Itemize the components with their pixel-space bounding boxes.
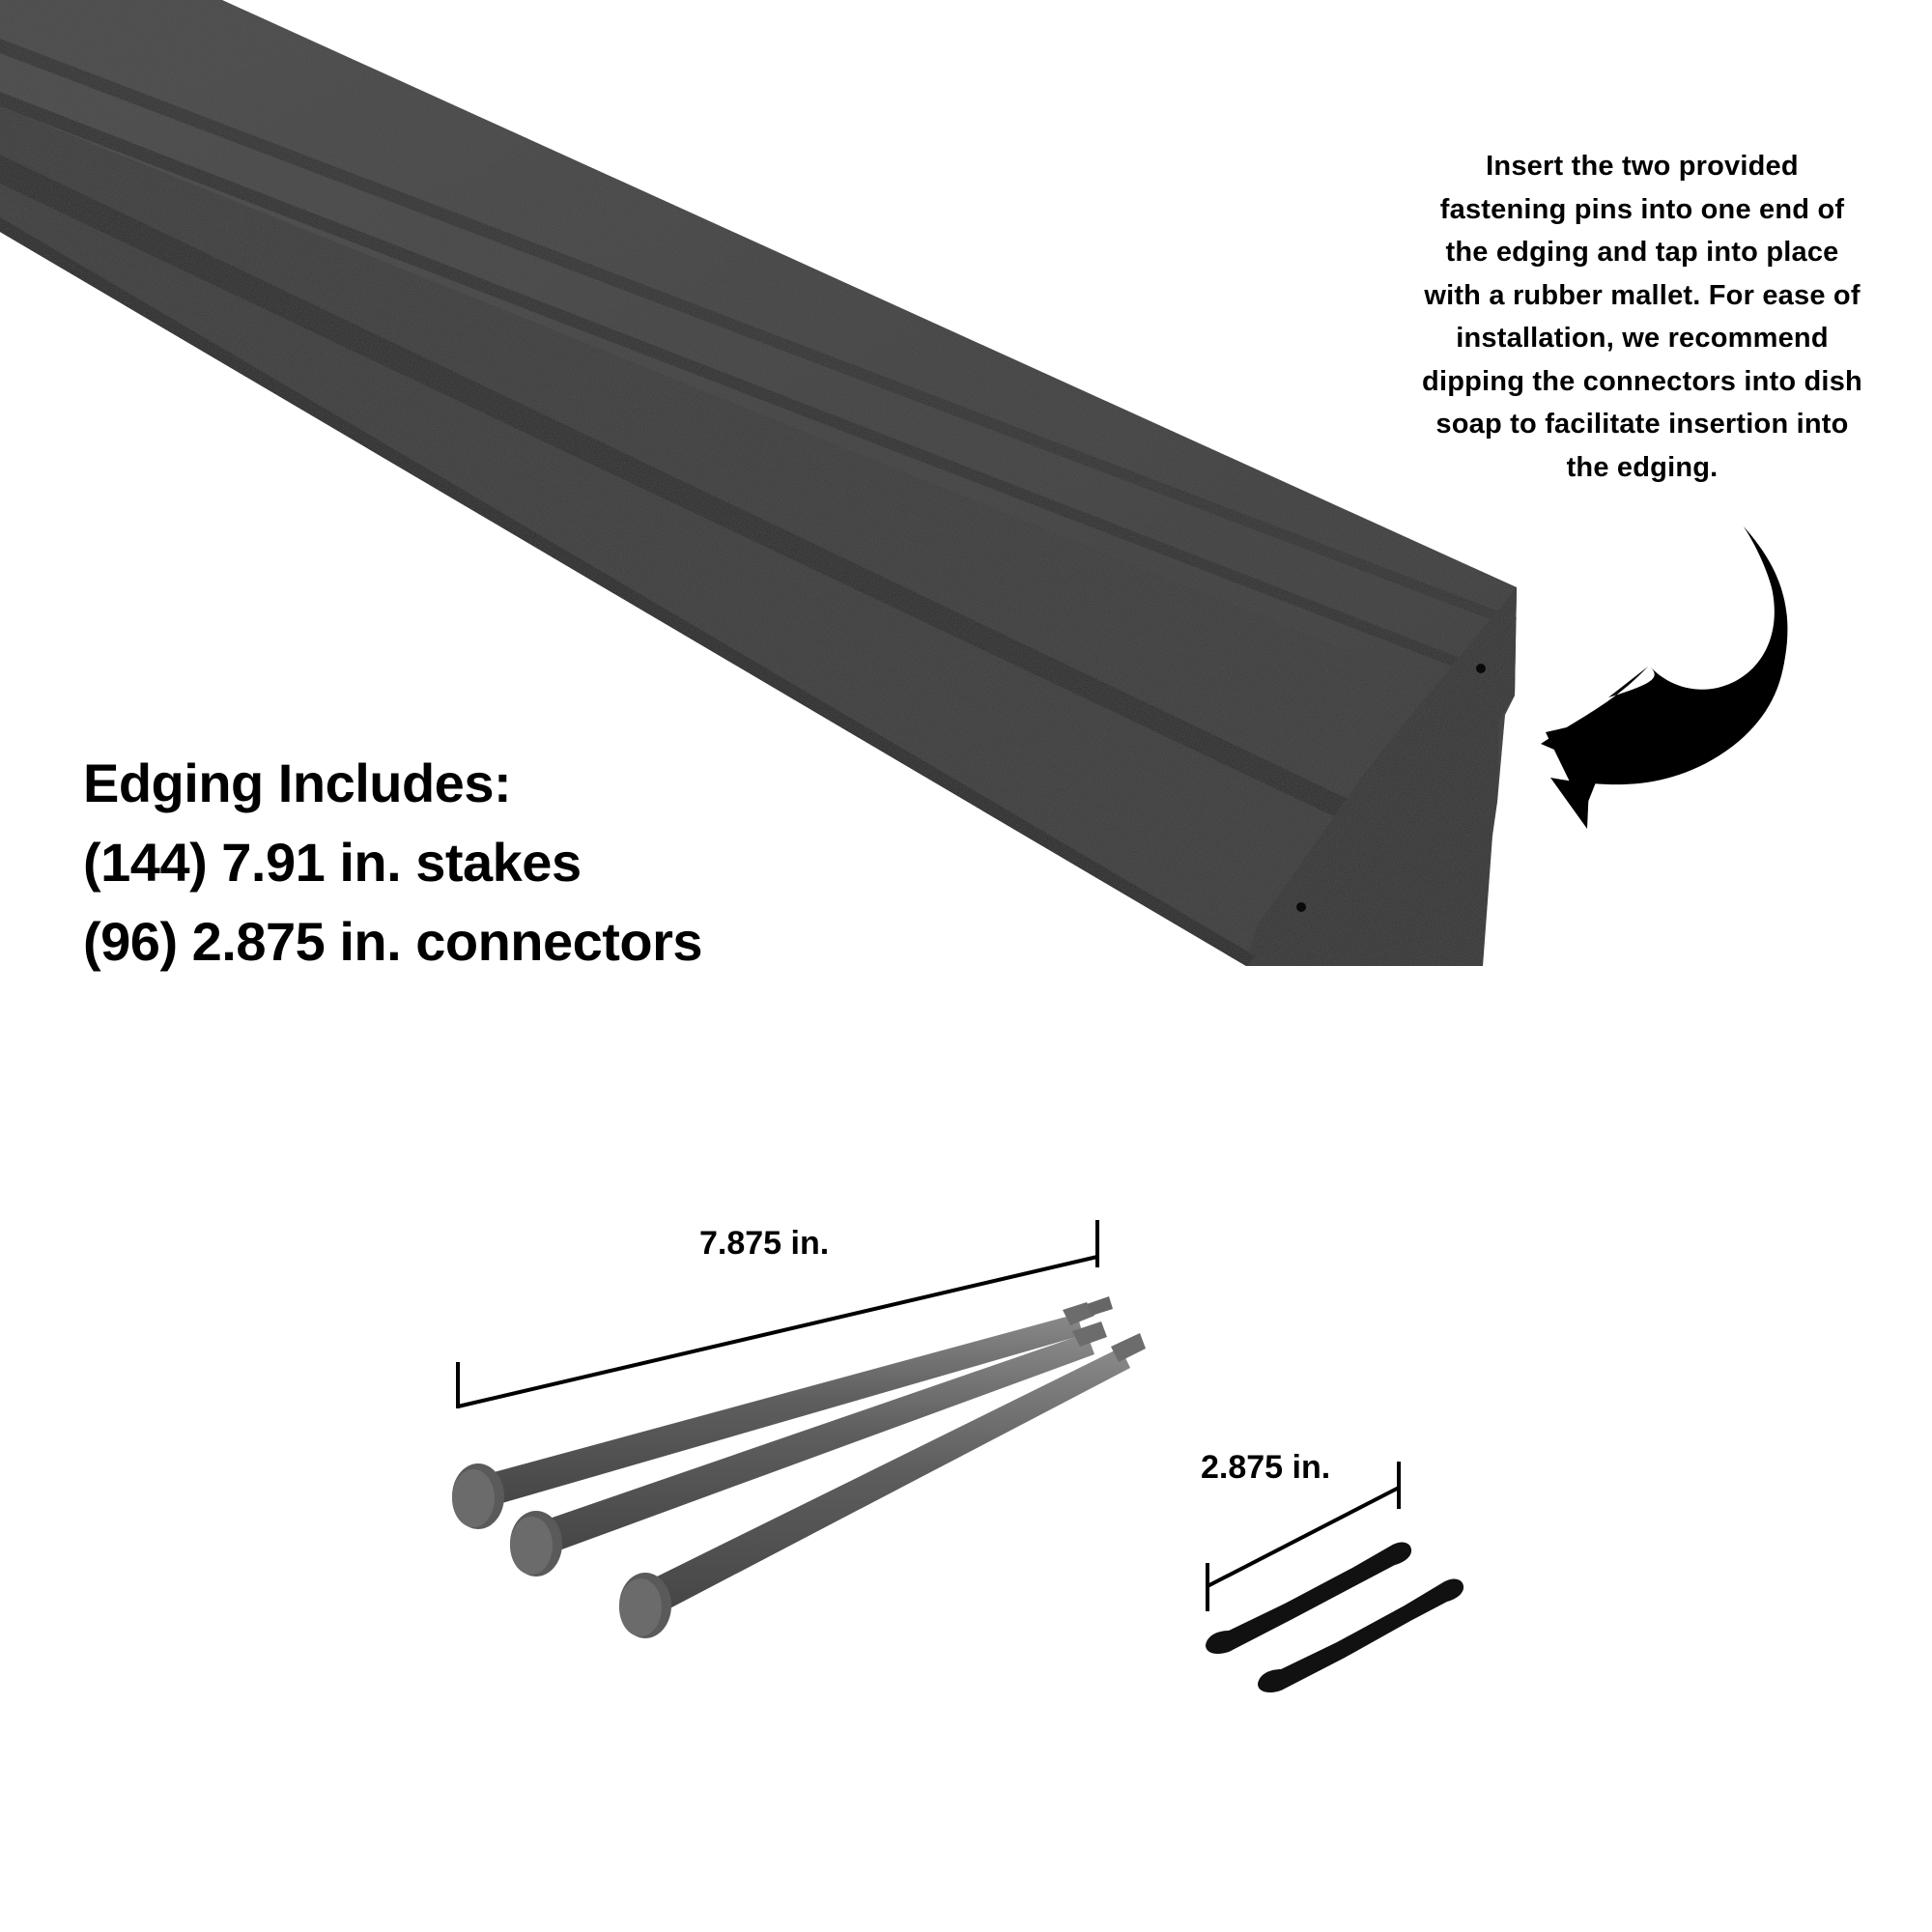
- includes-item-stakes: (144) 7.91 in. stakes: [83, 832, 582, 893]
- includes-item-connectors: (96) 2.875 in. connectors: [83, 911, 703, 972]
- instruction-line: with a rubber mallet. For ease of: [1424, 279, 1861, 311]
- installation-instructions: Insert the two provided fastening pins i…: [1372, 145, 1913, 489]
- connectors-image: [1206, 1542, 1464, 1693]
- instruction-line: fastening pins into one end of: [1439, 193, 1845, 225]
- instruction-line: dipping the connectors into dish: [1422, 365, 1862, 397]
- connector-length-label: 2.875 in.: [1201, 1449, 1331, 1486]
- stakes-image: [452, 1296, 1146, 1638]
- edging-includes-list: Edging Includes: (144) 7.91 in. stakes (…: [83, 744, 952, 981]
- includes-heading: Edging Includes:: [83, 753, 512, 813]
- stake-dimension-line: [456, 1220, 1099, 1408]
- instruction-line: the edging.: [1566, 451, 1719, 483]
- instruction-line: the edging and tap into place: [1445, 237, 1839, 268]
- instruction-line: soap to facilitate insertion into: [1435, 409, 1849, 440]
- instruction-line: installation, we recommend: [1456, 323, 1829, 354]
- connector-dimension-line: [1206, 1462, 1401, 1611]
- stake-length-label: 7.875 in.: [699, 1225, 830, 1262]
- instruction-line: Insert the two provided: [1486, 151, 1799, 182]
